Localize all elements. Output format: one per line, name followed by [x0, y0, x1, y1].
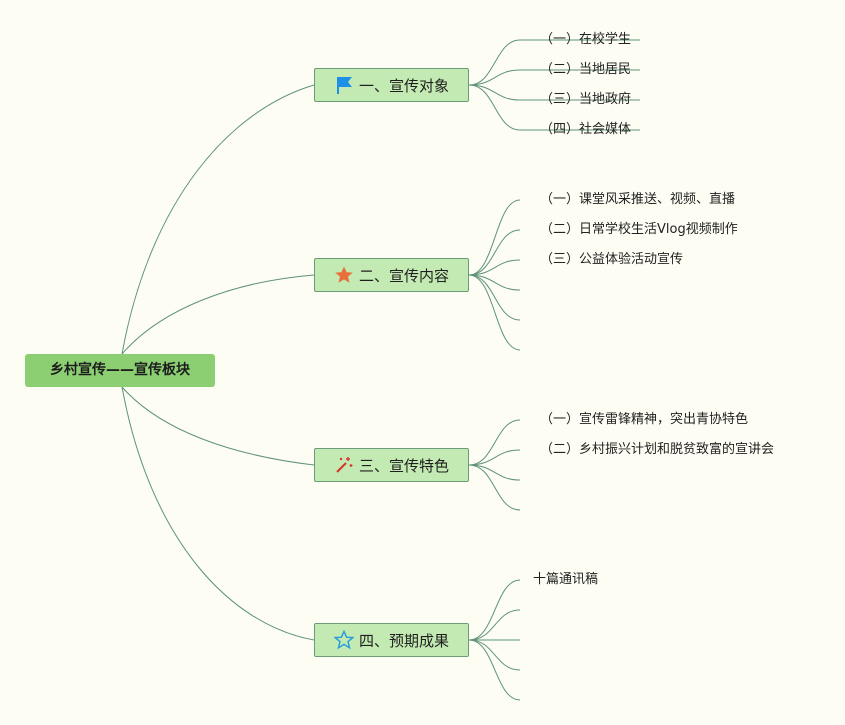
leaf-topic[interactable]: （一）宣传雷锋精神，突出青协特色 [540, 412, 749, 427]
connector-b4-leaf-1 [468, 579, 521, 641]
connector-b3-leaf-1 [468, 419, 521, 466]
connector-b2-leaf-3 [468, 259, 521, 276]
branch-topic-features[interactable]: 三、宣传特色 [314, 448, 469, 482]
branch-label: 三、宣传特色 [358, 456, 449, 475]
leaf-topic[interactable]: （三）公益体验活动宣传 [540, 252, 684, 267]
connector-root-branch-4 [121, 386, 315, 641]
connector-b2-leaf-4 [468, 274, 521, 291]
connector-b2-leaf-6 [468, 274, 521, 351]
branch-label: 四、预期成果 [358, 631, 449, 650]
branch-topic-audience[interactable]: 一、宣传对象 [314, 68, 469, 102]
connector-b3-leaf-4 [468, 464, 521, 511]
flag-icon [334, 75, 354, 95]
branch-label: 二、宣传内容 [358, 266, 449, 285]
star-filled-icon [334, 265, 354, 285]
leaf-topic[interactable]: （三）当地政府 [540, 92, 632, 107]
branch-topic-content[interactable]: 二、宣传内容 [314, 258, 469, 292]
leaf-topic[interactable]: 十篇通讯稿 [533, 572, 599, 587]
connector-b1-leaf-2 [468, 69, 640, 86]
connector-b4-leaf-4 [468, 639, 521, 671]
connector-b2-leaf-5 [468, 274, 521, 321]
connector-b2-leaf-1 [468, 199, 521, 276]
connector-b1-leaf-4 [468, 84, 640, 131]
leaf-topic[interactable]: （四）社会媒体 [540, 122, 632, 137]
leaf-topic[interactable]: （二）日常学校生活Vlog视频制作 [540, 222, 738, 237]
leaf-topic[interactable]: （二）乡村振兴计划和脱贫致富的宣讲会 [540, 442, 775, 457]
connector-root-branch-2 [121, 274, 315, 355]
leaf-topic[interactable]: （一）课堂风采推送、视频、直播 [540, 192, 736, 207]
connector-b3-leaf-2 [468, 449, 521, 466]
connector-b1-leaf-3 [468, 84, 640, 101]
branch-label: 一、宣传对象 [358, 76, 449, 95]
magic-wand-icon [334, 455, 354, 475]
connector-b1-leaf-1 [468, 39, 640, 86]
connector-b4-leaf-2 [468, 609, 521, 641]
connector-b3-leaf-3 [468, 464, 521, 481]
star-outline-icon [333, 630, 354, 650]
branch-topic-outcomes[interactable]: 四、预期成果 [314, 623, 469, 657]
leaf-topic[interactable]: （二）当地居民 [540, 62, 632, 77]
connector-b2-leaf-2 [468, 229, 521, 276]
root-topic[interactable]: 乡村宣传——宣传板块 [25, 354, 215, 387]
connector-root-branch-1 [121, 84, 315, 355]
leaf-topic[interactable]: （一）在校学生 [540, 32, 632, 47]
connector-root-branch-3 [121, 386, 315, 466]
connector-b4-leaf-5 [468, 639, 521, 701]
